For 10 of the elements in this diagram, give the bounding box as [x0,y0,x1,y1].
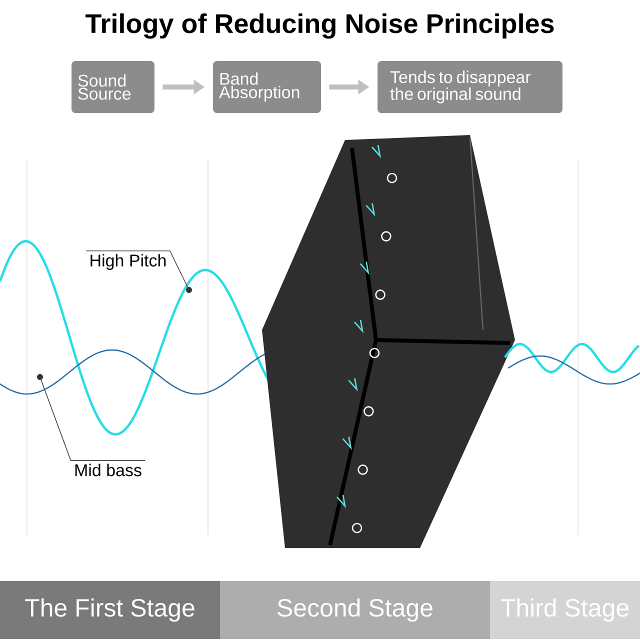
title: Trilogy of Reducing Noise Principles [86,13,554,39]
stage-band: Second Stage [220,581,490,639]
leader-line [40,376,146,461]
leader-line [86,250,190,290]
step-box: Band Absorption [213,61,321,113]
stage-band: The First Stage [0,581,220,639]
step-box: Sound Source [72,61,154,113]
step-box: Tends to disappear the original sound [378,61,562,113]
wave-label: Mid bass [75,464,142,476]
wave-label: High Pitch [90,254,166,270]
